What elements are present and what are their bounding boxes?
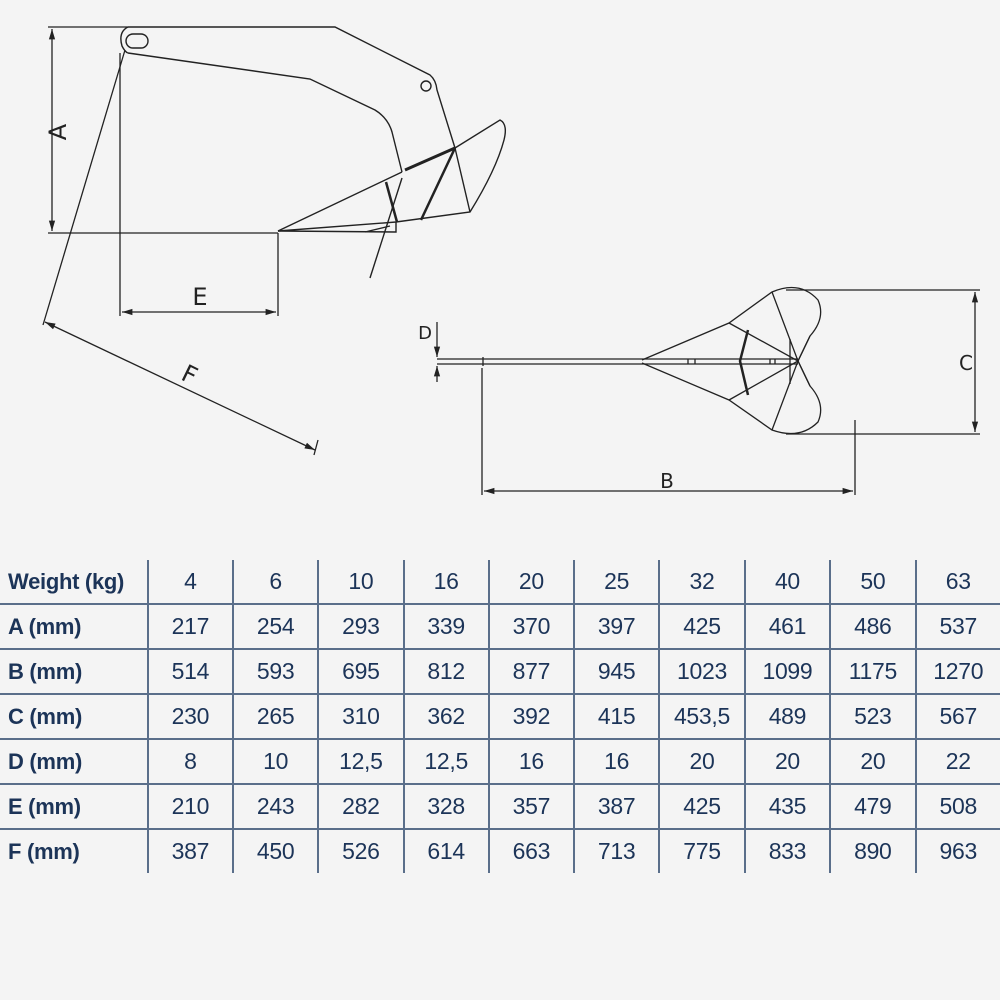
row-label: Weight (kg) [8,568,125,594]
table-cell: 357 [487,783,575,829]
dimension-b [481,368,856,495]
table-cell: 310 [317,693,404,739]
table-row-a: A (mm) 217 254 293 339 370 397 425 461 4… [0,603,1000,649]
table-cell: 16 [402,560,489,604]
table-cell: 6 [232,560,319,604]
table-cell: 293 [317,603,404,649]
table-cell: 508 [914,783,1000,829]
table-cell: 4 [146,560,234,604]
table-cell: 362 [402,693,489,739]
table-cell: 20 [743,738,831,784]
table-cell: 10 [232,738,319,784]
row-label: E (mm) [0,783,148,829]
row-label: A (mm) [0,603,148,649]
label-e: E [192,283,207,311]
table-cell: 435 [743,783,831,829]
table-cell: 1270 [914,648,1000,694]
dimension-e [119,53,279,316]
table-cell: 1099 [743,648,831,694]
label-a: A [44,123,72,140]
anchor-spec-table: Weight (kg) 4 6 10 16 20 25 32 40 50 63 … [0,560,1000,873]
table-cell: 877 [487,648,575,694]
table-cell: 812 [402,648,489,694]
table-cell: 833 [743,828,831,873]
row-label: B (mm) [0,648,148,694]
label-c: C [959,351,973,375]
table-cell: 20 [829,738,916,784]
table-cell: 461 [743,603,831,649]
table-row-e: E (mm) 210 243 282 328 357 387 425 435 4… [0,783,1000,829]
table-cell: 523 [829,693,916,739]
table-cell: 1023 [658,648,745,694]
table-cell: 370 [487,603,575,649]
table-cell: 397 [573,603,660,649]
anchor-dimension-drawing: A E F B C [42,26,980,495]
dimension-f [42,49,319,456]
table-cell: 486 [829,603,916,649]
anchor-side-view [120,26,507,279]
table-cell: 63 [914,560,1000,604]
table-cell: 50 [829,560,916,604]
table-cell: 593 [232,648,319,694]
dimension-a [48,26,278,234]
table-cell: 567 [914,693,1000,739]
table-cell: 243 [232,783,319,829]
table-cell: 20 [487,560,575,604]
table-cell: 1175 [829,648,916,694]
table-row-b: B (mm) 514 593 695 812 877 945 1023 1099… [0,648,1000,694]
table-cell: 282 [317,783,404,829]
table-cell: 453,5 [658,693,745,739]
table-cell: 217 [146,603,234,649]
table-cell: 8 [146,738,234,784]
table-cell: 450 [232,828,319,873]
table-cell: 695 [317,648,404,694]
label-f: F [177,359,202,390]
row-label: D (mm) [0,738,148,784]
table-cell: 25 [573,560,660,604]
table-row-f: F (mm) 387 450 526 614 663 713 775 833 8… [0,828,1000,873]
table-cell: 16 [487,738,575,784]
row-label: F (mm) [0,828,148,873]
table-cell: 526 [317,828,404,873]
table-row-d: D (mm) 8 10 12,5 12,5 16 16 20 20 20 22 [0,738,1000,784]
table-cell: 10 [317,560,404,604]
table-row-c: C (mm) 230 265 310 362 392 415 453,5 489… [0,693,1000,739]
table-cell: 230 [146,693,234,739]
table-cell: 663 [487,828,575,873]
table-cell: 479 [829,783,916,829]
table-cell: 392 [487,693,575,739]
table-cell: 489 [743,693,831,739]
table-cell: 16 [573,738,660,784]
table-cell: 387 [573,783,660,829]
table-cell: 425 [658,603,745,649]
table-cell: 387 [146,828,234,873]
table-cell: 32 [658,560,745,604]
table-cell: 328 [402,783,489,829]
table-cell: 514 [146,648,234,694]
table-cell: 265 [232,693,319,739]
label-d: D [418,323,432,344]
table-cell: 713 [573,828,660,873]
table-row-weight: Weight (kg) 4 6 10 16 20 25 32 40 50 63 [0,560,1000,604]
anchor-top-view [437,286,822,435]
table-cell: 415 [573,693,660,739]
table-cell: 339 [402,603,489,649]
table-cell: 775 [658,828,745,873]
table-cell: 537 [914,603,1000,649]
label-b: B [660,469,674,493]
table-cell: 945 [573,648,660,694]
table-cell: 12,5 [317,738,404,784]
table-cell: 20 [658,738,745,784]
row-label: C (mm) [0,693,148,739]
table-cell: 614 [402,828,489,873]
dimension-c [786,289,980,435]
table-cell: 254 [232,603,319,649]
table-cell: 890 [829,828,916,873]
table-cell: 963 [914,828,1000,873]
table-cell: 22 [914,738,1000,784]
table-cell: 210 [146,783,234,829]
table-cell: 12,5 [402,738,489,784]
table-cell: 425 [658,783,745,829]
table-cell: 40 [743,560,831,604]
